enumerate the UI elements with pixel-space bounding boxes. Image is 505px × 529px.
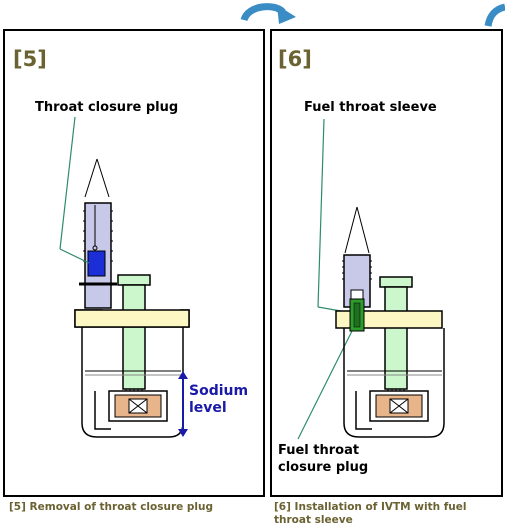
top-arrows xyxy=(240,3,505,27)
sodium-label: Sodium xyxy=(189,383,249,399)
level-label: level xyxy=(189,400,227,416)
curved-arrow-right-icon xyxy=(484,3,505,27)
leader-line-lower xyxy=(297,330,353,440)
installation-diagram xyxy=(297,118,445,440)
step-number: [5] xyxy=(13,47,47,71)
panel-step-5: [5] Throat closure plug Sodium level xyxy=(3,29,265,497)
reactor-vessel xyxy=(343,328,445,438)
throat-closure-plug-label: Throat closure plug xyxy=(35,100,179,115)
curved-arrow-head-icon xyxy=(277,5,296,24)
curved-arrow-icon xyxy=(240,3,286,22)
panel-step-6: [6] Fuel throat sleeve Fuel throat closu… xyxy=(270,29,503,497)
throat-plug xyxy=(87,250,106,277)
step-number: [6] xyxy=(278,47,312,71)
leader-line xyxy=(59,116,76,250)
closure-plug-label: closure plug xyxy=(278,460,369,475)
caption-step-6-line-2: throat sleeve xyxy=(274,514,353,526)
rotating-shield xyxy=(122,284,146,390)
caption-step-5: [5] Removal of throat closure plug xyxy=(9,501,214,513)
rotating-shield xyxy=(384,286,408,390)
fuel-throat-sleeve-label: Fuel throat sleeve xyxy=(304,100,437,115)
caption-step-6-line-1: [6] Installation of IVTM with fuel xyxy=(274,501,467,513)
fuel-throat-label: Fuel throat xyxy=(278,443,360,458)
removal-diagram xyxy=(59,116,190,438)
